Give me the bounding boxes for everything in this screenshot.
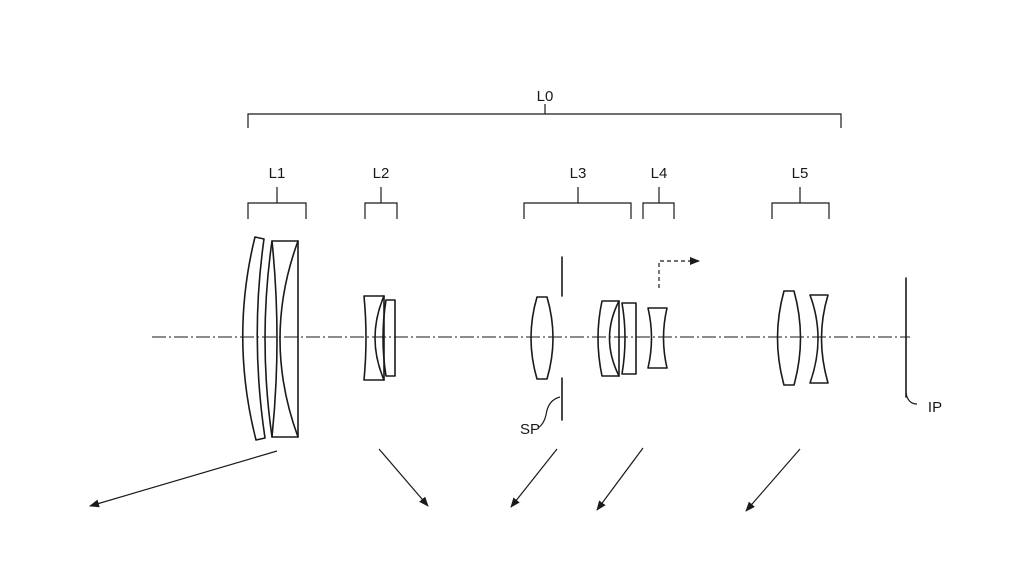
arrow-l4 [596, 447, 644, 511]
bracket-l3: L3 [523, 165, 632, 219]
lens-l3-element-c [621, 302, 637, 375]
lens-l1-inner-surface [279, 240, 299, 438]
bracket-l1: L1 [247, 165, 307, 219]
arrow-l2 [378, 448, 429, 507]
lens-l5-meniscus [809, 294, 829, 384]
bracket-l2: L2 [364, 165, 398, 219]
lens-l2-element-a [363, 295, 385, 381]
lens-group-l3 [530, 296, 637, 380]
lens-l3-biconvex [530, 296, 554, 380]
label-l0: L0 [537, 88, 554, 105]
arrow-l1 [89, 450, 278, 508]
label-l5: L5 [792, 165, 809, 182]
arrow-l5 [745, 448, 801, 512]
arrow-l3 [510, 448, 558, 508]
label-l1: L1 [269, 165, 286, 182]
lens-l2-element-b [382, 299, 396, 377]
lens-l1-element-b [264, 240, 299, 438]
lens-l1-meniscus-a [241, 236, 266, 441]
bracket-l4: L4 [642, 165, 675, 219]
bracket-l0: L0 [247, 88, 842, 128]
lens-l2-surface [374, 295, 385, 381]
lens-l4-biconcave [647, 307, 668, 369]
label-sp: SP [520, 421, 540, 438]
lens-l1-cemented-surface [271, 240, 278, 438]
ip-leader [905, 392, 918, 405]
sp-leader [537, 396, 561, 429]
lens-group-l5 [776, 290, 829, 386]
label-l4: L4 [651, 165, 668, 182]
lens-l3-cemented-surface [608, 300, 620, 377]
lens-l5-biconvex [776, 290, 802, 386]
lens-group-l2 [363, 295, 396, 381]
label-ip: IP [928, 399, 942, 416]
focus-movement-arrow [658, 257, 700, 288]
lens-l3-element-b [597, 300, 620, 377]
image-plane: IP [905, 277, 942, 416]
label-l3: L3 [570, 165, 587, 182]
aperture-stop: SP [520, 256, 563, 438]
lens-group-l1 [241, 236, 299, 441]
lens-group-l4 [647, 257, 700, 369]
group-motion-arrows [89, 447, 801, 512]
label-l2: L2 [373, 165, 390, 182]
bracket-l5: L5 [771, 165, 830, 219]
